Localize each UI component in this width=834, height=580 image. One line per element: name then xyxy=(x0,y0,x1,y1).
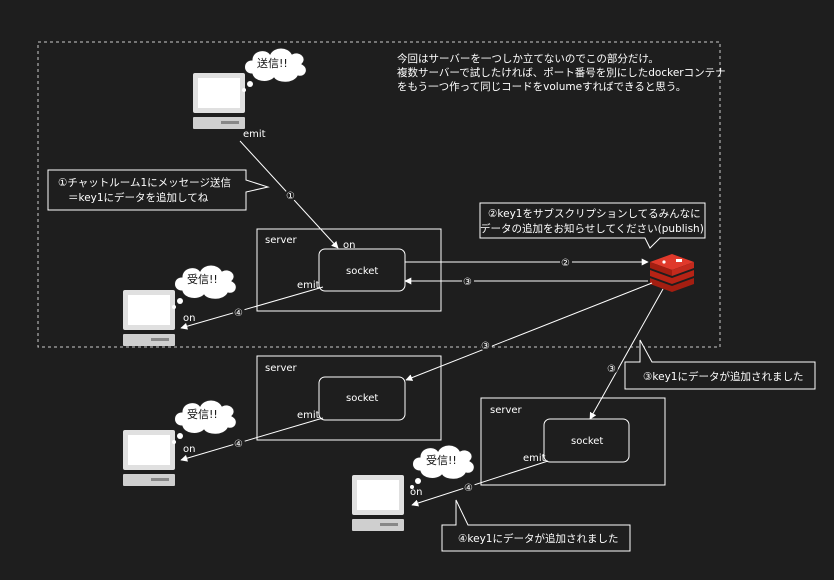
computer-icon-sender xyxy=(193,73,245,129)
arrow-redis-to-server-2 xyxy=(405,282,653,381)
step-label-1: ① xyxy=(286,191,295,202)
callout-key1-a-box xyxy=(624,339,816,390)
callout-send-line-1: ①チャットルーム1にメッセージ送信 xyxy=(58,176,231,189)
socket-label-3: socket xyxy=(571,436,603,447)
top-note-line-1: 今回はサーバーを一つしか立てないのでこの部分だけ。 xyxy=(397,52,659,65)
step-label-2: ② xyxy=(561,258,570,269)
arrow-server-3-to-client xyxy=(411,460,549,507)
callout-publish-line-2: データの追加をお知らせしてください(publish) xyxy=(480,222,704,235)
arrow-redis-to-server-3 xyxy=(589,288,664,420)
socket-label-1: socket xyxy=(346,266,378,277)
on-label-receiver-1: on xyxy=(183,313,195,324)
step-label-3a: ③ xyxy=(463,277,472,288)
socket-label-2: socket xyxy=(346,393,378,404)
socket-box-2 xyxy=(318,376,406,421)
single-server-scope xyxy=(37,41,721,348)
top-note-line-3: をもう一つ作って同じコードをvolumeすればできると思う。 xyxy=(397,81,686,93)
server-box-3 xyxy=(480,397,666,486)
bubble-recv-text-1: 受信!! xyxy=(187,273,218,286)
callout-key1-a-text: ③key1にデータが追加されました xyxy=(643,370,803,383)
callout-key1-b-box xyxy=(441,499,631,552)
emit-label-sender: emit xyxy=(243,129,266,140)
callout-publish-line-1: ②key1をサブスクリプションしてるみんなに xyxy=(488,207,701,220)
callout-send-line-2: ＝key1にデータを追加してね xyxy=(68,191,209,204)
on-label-receiver-2: on xyxy=(183,444,195,455)
callout-send-box xyxy=(47,169,270,211)
redis-icon xyxy=(650,254,694,292)
bubble-send-text: 送信!! xyxy=(257,56,288,70)
callout-key1-b-text: ④key1にデータが追加されました xyxy=(458,532,618,545)
on-label-receiver-3: on xyxy=(410,487,422,498)
step-label-4b: ④ xyxy=(234,439,243,450)
step-label-4a: ④ xyxy=(234,308,243,319)
emit-label-server-1: emit xyxy=(297,280,320,291)
server-label-1: server xyxy=(265,235,298,246)
computer-icon-receiver-1 xyxy=(123,290,175,346)
cloud-bubble-send xyxy=(241,47,307,93)
bubble-recv-text-3: 受信!! xyxy=(426,454,457,467)
emit-label-server-2: emit xyxy=(297,410,320,421)
on-label-server-1: on xyxy=(343,240,355,251)
top-note-line-2: 複数サーバーで試したければ、ポート番号を別にしたdockerコンテナ xyxy=(397,66,726,79)
server-label-3: server xyxy=(490,405,523,416)
server-box-2 xyxy=(256,355,442,441)
step-label-4c: ④ xyxy=(464,483,473,494)
socket-box-3 xyxy=(543,418,630,463)
computer-icon-receiver-3 xyxy=(352,475,404,531)
step-label-3b: ③ xyxy=(481,341,490,352)
server-label-2: server xyxy=(265,363,298,374)
socket-box-1 xyxy=(318,248,406,292)
cloud-bubble-recv-2 xyxy=(171,399,237,445)
step-label-3c: ③ xyxy=(607,364,616,375)
callout-publish-box xyxy=(479,202,706,249)
server-box-1 xyxy=(256,228,442,312)
arrow-server-1-to-client xyxy=(180,286,324,330)
computer-icon-receiver-2 xyxy=(123,430,175,486)
arrow-server-2-to-client xyxy=(180,417,324,462)
emit-label-server-3: emit xyxy=(523,453,546,464)
bubble-recv-text-2: 受信!! xyxy=(187,408,218,421)
cloud-bubble-recv-1 xyxy=(171,264,237,310)
